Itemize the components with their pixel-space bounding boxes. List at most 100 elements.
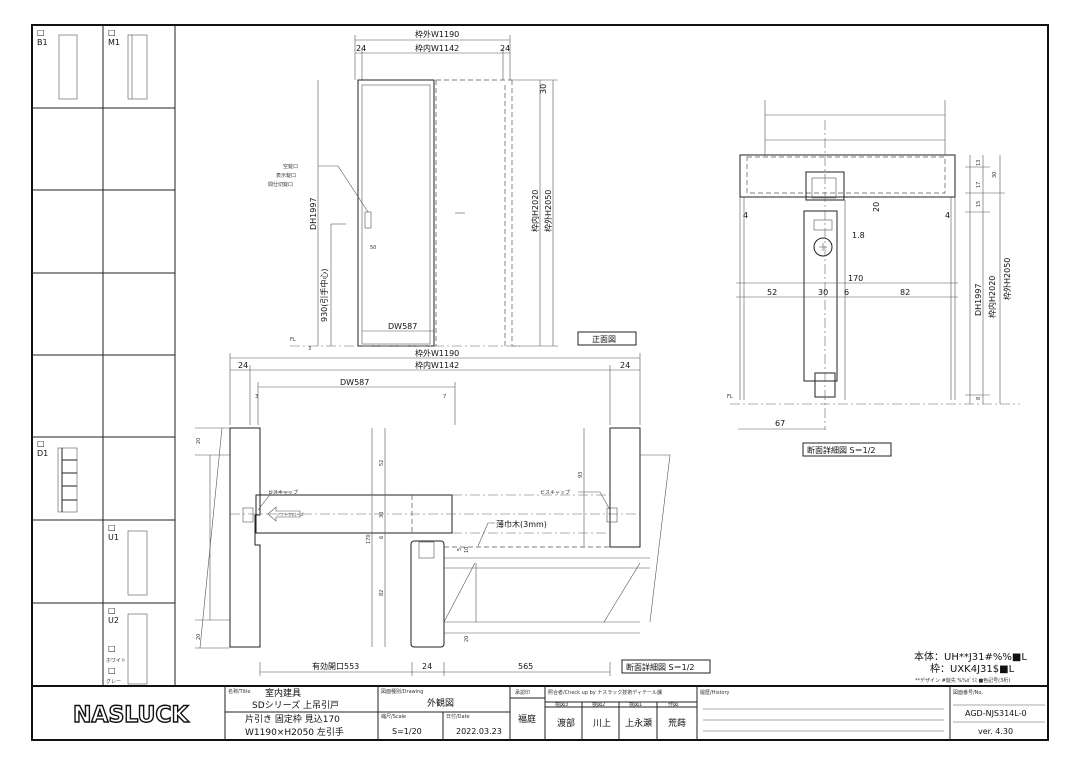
- dim-door-width: DW587: [340, 378, 369, 387]
- dim-20: 20: [464, 636, 470, 642]
- dim-8: 8: [976, 397, 982, 400]
- dim-30: 30: [379, 512, 385, 518]
- swatch-preview: [57, 447, 78, 513]
- checker-role: 検図1: [629, 701, 642, 708]
- title-line-2: SDシリーズ 上吊引戸: [252, 699, 339, 711]
- swatch-d1[interactable]: □ D1: [37, 439, 78, 513]
- dim-24: 24: [422, 662, 432, 671]
- checkbox[interactable]: □: [108, 606, 116, 615]
- dim-565: 565: [518, 662, 533, 671]
- swatch-m1[interactable]: □ M1: [108, 28, 148, 100]
- swatch-code: U2: [108, 616, 119, 625]
- swatch-u2[interactable]: □ U2: [108, 606, 148, 685]
- spec-legend: **デザイン #錠先 %%ｶﾞﾗｽ ■色記号(3桁): [915, 677, 1010, 684]
- lock-fitting: [364, 211, 372, 229]
- history-label: 履歴/History: [700, 690, 730, 696]
- view-label-box: [577, 331, 637, 346]
- door-leaf: [357, 79, 435, 347]
- product-spec: 本体：UH**J31#%%■L 枠：UXK4J31$■L **デザイン #錠先 …: [914, 650, 1027, 684]
- sheet-border: [31, 24, 1049, 741]
- dim-170: 170: [366, 534, 372, 544]
- dim-door-height: DH1997: [974, 283, 983, 316]
- spec-frame-code: 枠：UXK4J31$■L: [930, 662, 1015, 675]
- left-jamb: [229, 427, 261, 648]
- title-line-3: 片引き 固定枠 見込170: [245, 713, 340, 725]
- door-edge: [803, 210, 838, 382]
- dim-side-left: 24: [238, 361, 248, 370]
- soft-close-arrow-icon: [267, 506, 301, 522]
- checker-role: 作図: [668, 701, 678, 708]
- dim-20: 20: [196, 634, 202, 640]
- dim-15: 15: [976, 201, 982, 207]
- scale-label: 縮尺/Scale: [381, 713, 406, 720]
- door-stop-post: [410, 540, 445, 648]
- swatch-preview: [127, 613, 148, 685]
- screw-cap: [242, 507, 254, 523]
- dim-20: 20: [872, 202, 881, 212]
- checkbox[interactable]: □: [108, 644, 116, 653]
- color-option-white[interactable]: □ ホワイト: [106, 644, 126, 664]
- dim-door-height: DH1997: [309, 197, 318, 230]
- color-option-gray[interactable]: □ グレー: [106, 666, 121, 685]
- checker-role: 検図3: [555, 701, 568, 708]
- swatch-u1[interactable]: □ U1: [108, 523, 148, 596]
- screw-cap-label-left: ビスキャップ: [268, 489, 298, 496]
- swatch-code: U1: [108, 533, 119, 542]
- dim-floor-gap: 3: [308, 346, 311, 352]
- checkbox[interactable]: □: [108, 666, 116, 675]
- swatch-code: D1: [37, 449, 48, 458]
- dim-door-width: DW587: [388, 322, 417, 331]
- option-indicator-lock: 表示錠口: [276, 172, 296, 179]
- dim-inner-height: 枠内H2020: [530, 190, 540, 232]
- dim-inner-width: 枠内W1142: [415, 43, 459, 53]
- checker-name: 上永瀬: [625, 717, 652, 729]
- dim-170: 170: [848, 274, 863, 283]
- view-label-box: [621, 659, 711, 674]
- swatch-preview: [127, 34, 148, 100]
- color-label: グレー: [106, 678, 121, 685]
- dim-17: 17: [976, 182, 982, 188]
- dim-side-right: 24: [620, 361, 630, 370]
- checkbox[interactable]: □: [37, 28, 45, 37]
- dim-outer-height: 枠外H2050: [543, 190, 553, 232]
- floor-level-mark: FL: [727, 394, 733, 400]
- dim-inner-width: 枠内W1142: [415, 360, 459, 370]
- swatch-b1[interactable]: □ B1: [37, 28, 78, 100]
- veneer-label: 薄巾木(3mm): [496, 519, 547, 529]
- dim-67: 67: [775, 419, 785, 428]
- option-partition-lock: 間仕切錠口: [268, 181, 293, 188]
- dim-1-8: 1.8: [852, 231, 865, 240]
- dim-4-right: 4: [945, 211, 950, 220]
- checkbox[interactable]: □: [108, 28, 116, 37]
- spec-body-code: 本体：UH**J31#%%■L: [914, 650, 1027, 663]
- checker-name: 川上: [593, 718, 611, 729]
- dim-93: 93: [578, 472, 584, 478]
- view-label: 断面詳細図 S＝1/2: [626, 662, 695, 672]
- drawing-number-label: 図面番号/No.: [953, 689, 983, 696]
- swatch-preview: [58, 34, 78, 100]
- swatch-code: M1: [108, 38, 120, 47]
- screw-cap-label-right: ビスキャップ: [540, 489, 570, 496]
- check-label: 照合者/Check up by ナスラック技術ディテール課: [548, 689, 662, 696]
- checker-role: 検図2: [592, 701, 605, 708]
- head-frame: [739, 154, 956, 198]
- dim-outer-width: 枠外W1190: [415, 29, 459, 39]
- drawing-number: AGD-NJS314L-0: [965, 709, 1027, 718]
- checker-name: 渡部: [557, 717, 575, 729]
- checkbox[interactable]: □: [37, 439, 45, 448]
- dim-30: 30: [818, 288, 828, 297]
- date-label: 日付/Date: [446, 713, 470, 720]
- dim-10: 10: [464, 547, 470, 553]
- swatch-preview: [127, 530, 148, 596]
- dim-offset-left: 3: [255, 394, 258, 400]
- drawing-type-label: 図面種別/Drawing: [381, 688, 423, 695]
- dim-offset-right: 7: [443, 394, 446, 400]
- drawing-type-value: 外観図: [427, 697, 454, 709]
- view-label: 断面詳細図 S＝1/2: [807, 445, 876, 455]
- title-line-1: 室内建具: [265, 687, 301, 699]
- dim-effective-opening: 有効開口553: [312, 661, 359, 671]
- dim-outer-height: 枠外H2050: [1002, 258, 1012, 300]
- dim-6: 6: [844, 288, 849, 297]
- checkbox[interactable]: □: [108, 523, 116, 532]
